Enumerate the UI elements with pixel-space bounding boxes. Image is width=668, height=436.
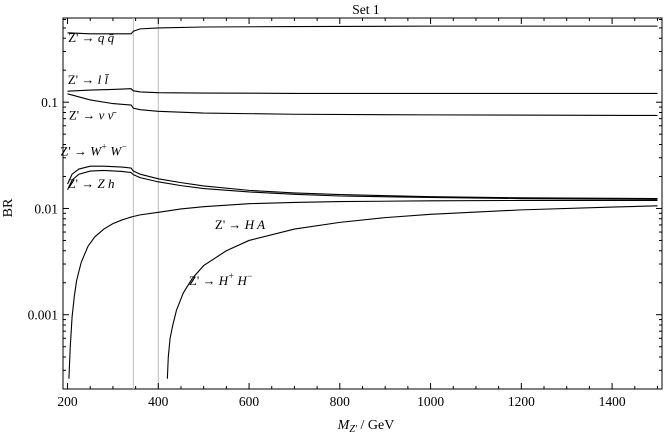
annotation-label-5: Z' → Z h	[68, 176, 115, 191]
x-axis-title-main: M	[337, 418, 351, 433]
annotation-label-2: Z' → l l̄	[68, 72, 110, 87]
y-tick-label: 0.01	[34, 201, 58, 216]
annotations: Z' → q q̄ Z' → l l̄ Z' → ν ν̄ Z' → W+ W− Z' …	[60, 30, 265, 288]
x-tick-label: 200	[57, 394, 78, 409]
x-axis-title-sub: Z'	[349, 424, 358, 435]
plot-frame	[62, 17, 663, 390]
chart-title: Set 1	[352, 2, 379, 17]
series-line-2	[67, 88, 658, 94]
threshold-lines	[132, 18, 159, 389]
y-axis-title: BR	[1, 198, 16, 217]
x-axis-title: MZ' / GeV	[337, 418, 395, 435]
annotation-label-7: Z' → H+ H−	[189, 271, 253, 288]
y-tick-label: 0.001	[28, 308, 58, 323]
series-line-5	[67, 169, 658, 200]
x-tick-label: 1400	[599, 394, 626, 409]
y-tick-label: 0.1	[41, 95, 58, 110]
x-tick-label: 800	[330, 394, 351, 409]
x-axis-title-unit: / GeV	[357, 418, 394, 433]
annotation-label-4: Z' → W+ W−	[60, 142, 127, 159]
series-lines	[67, 25, 658, 379]
series-line-3	[67, 93, 658, 117]
x-tick-label: 400	[148, 394, 169, 409]
x-tick-label: 1000	[417, 394, 444, 409]
x-axis-ticks: 200 400 600 800 1000 1200 1400	[57, 18, 658, 409]
annotation-label-1: Z' → q q̄	[68, 30, 115, 45]
plot-border	[62, 17, 663, 390]
series-line-7	[166, 205, 658, 379]
annotation-label-6: Z' → H A	[215, 217, 265, 232]
series-line-1	[67, 25, 658, 35]
series-line-4	[67, 165, 658, 200]
x-tick-label: 600	[239, 394, 260, 409]
y-axis-ticks: 0.001 0.01 0.1	[28, 19, 662, 390]
series-line-6	[68, 199, 658, 379]
x-tick-label: 1200	[508, 394, 535, 409]
annotation-label-3: Z' → ν ν̄	[69, 107, 118, 122]
